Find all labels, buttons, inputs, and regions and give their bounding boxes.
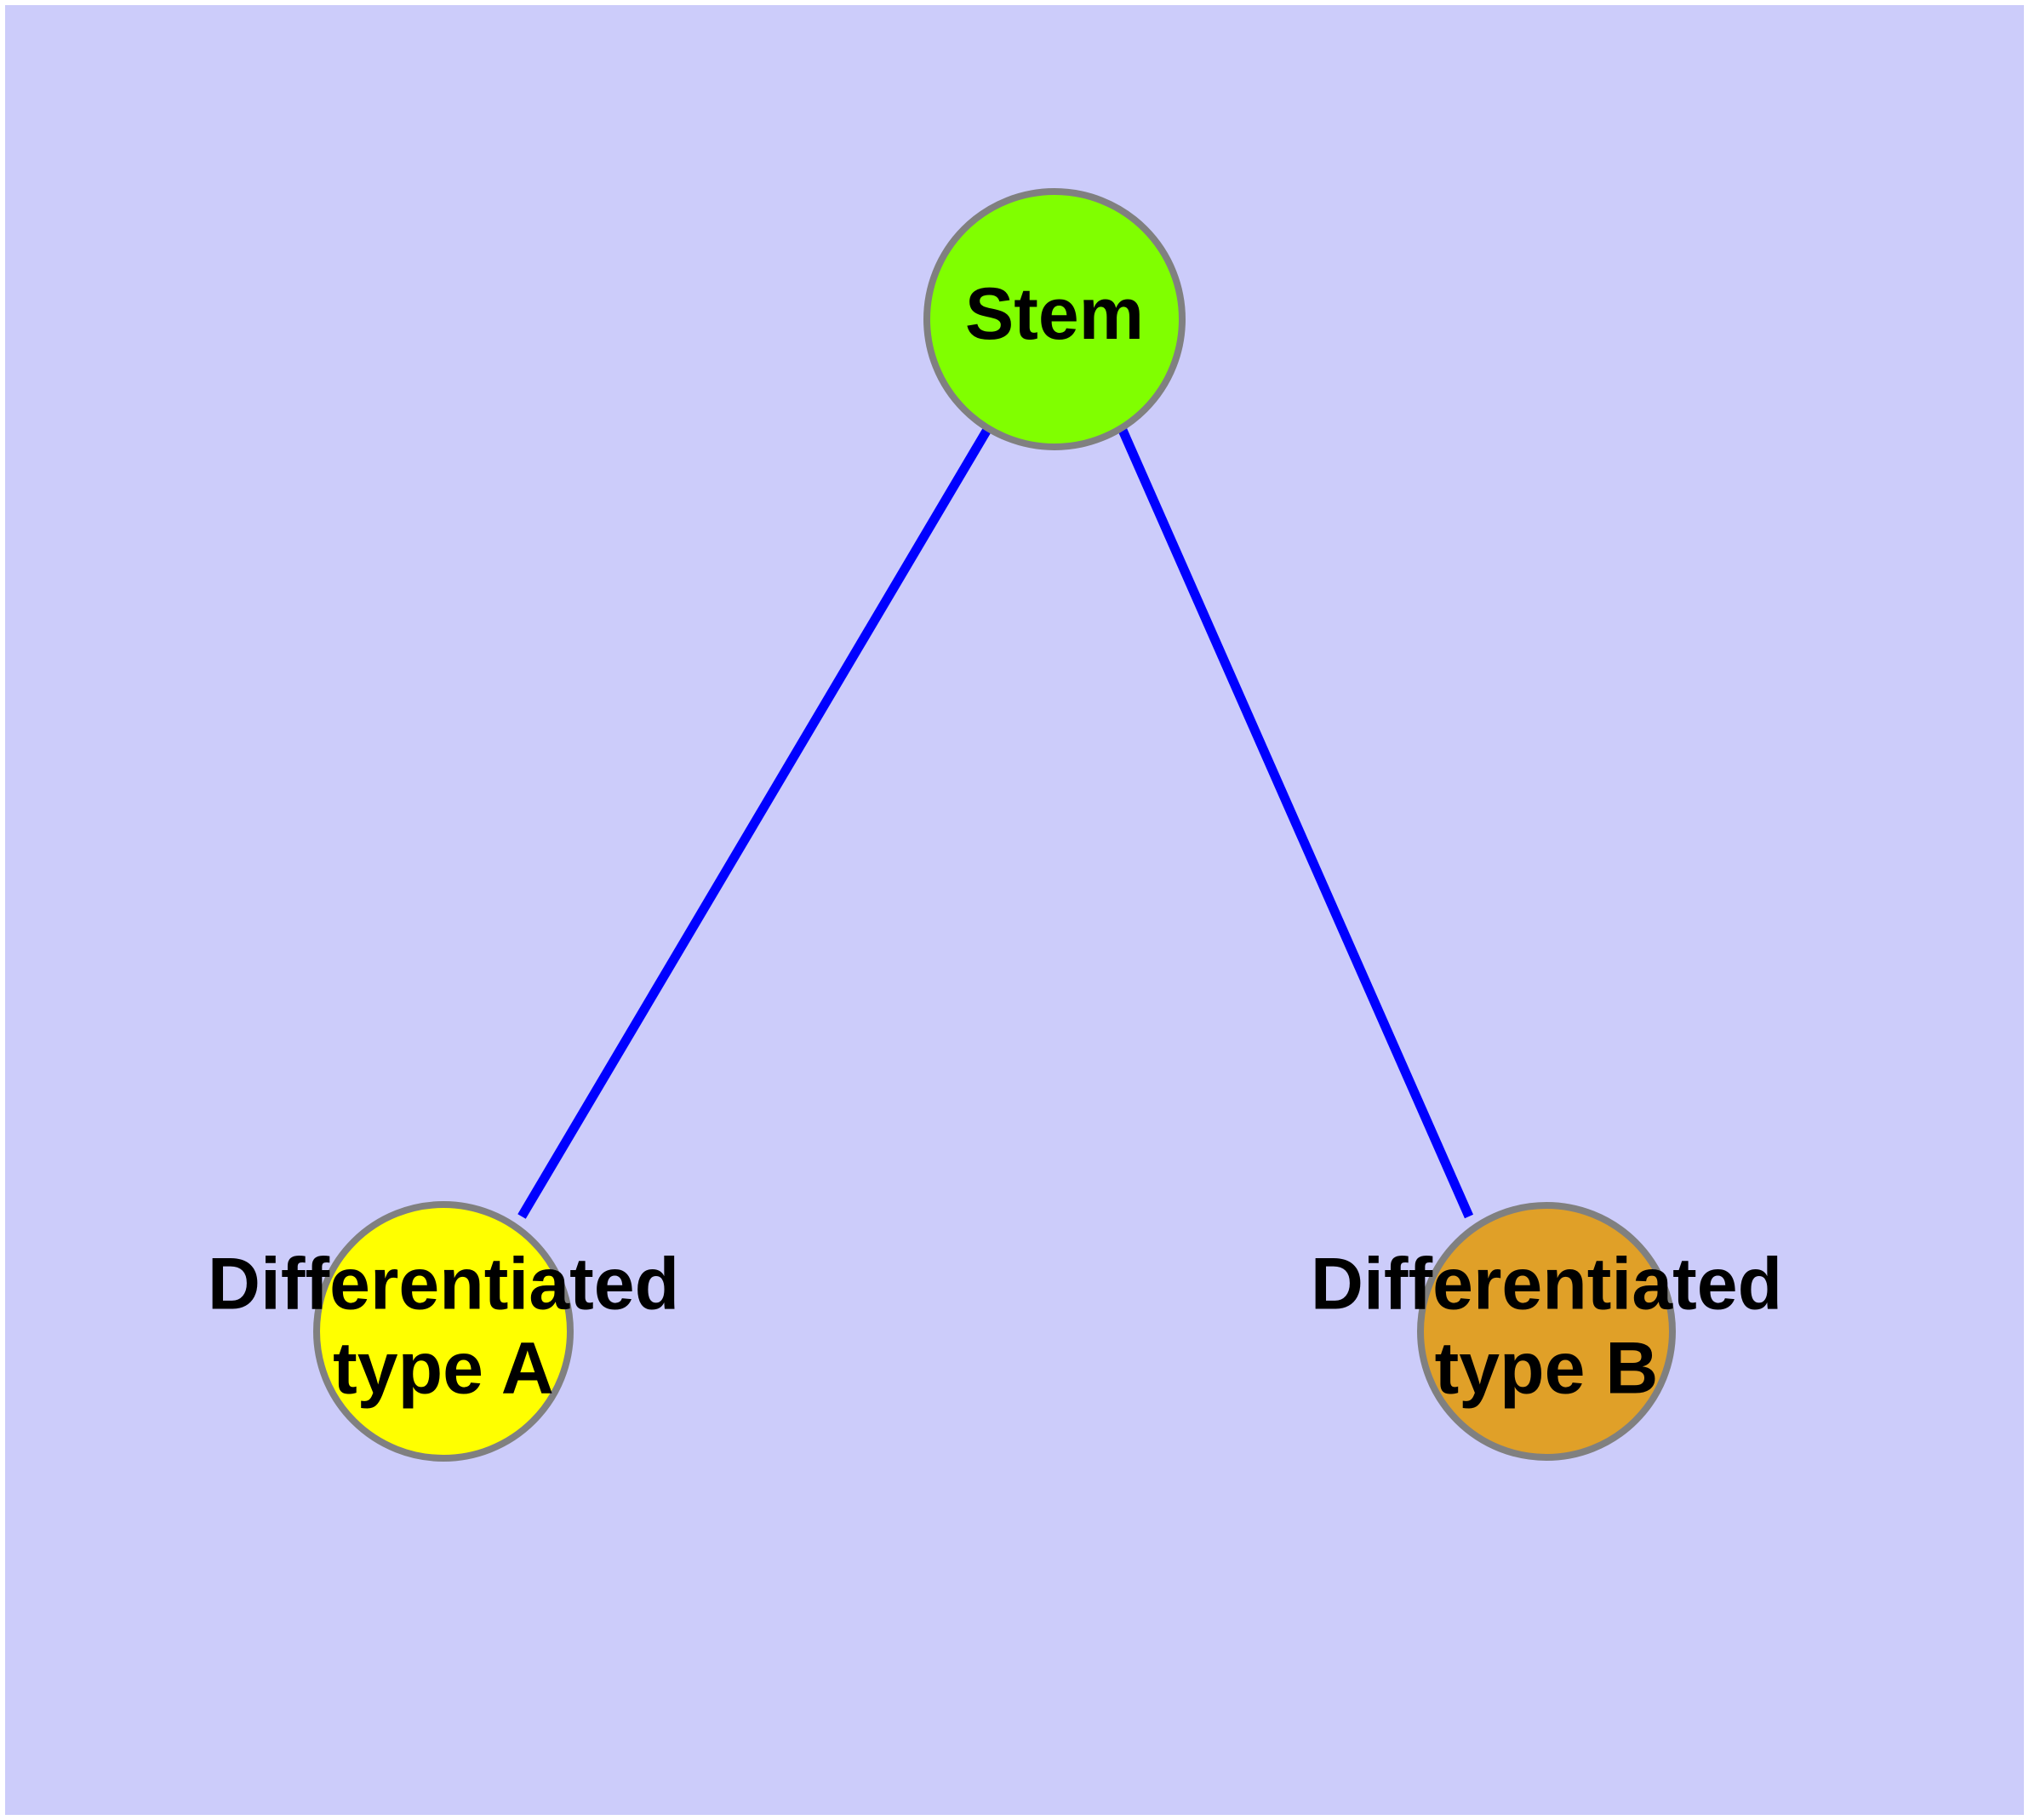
node-label-line: Differentiated — [1311, 1243, 1782, 1325]
nodes-group — [313, 188, 1676, 1462]
edge-stem-to-differentiated-type-a[interactable] — [517, 426, 992, 1219]
node-label-line: type A — [333, 1327, 554, 1409]
edge-stem-to-differentiated-type-b[interactable] — [1117, 426, 1474, 1219]
node-label-stem: Stem — [965, 273, 1144, 355]
node-label-line: type B — [1435, 1327, 1659, 1409]
node-stem[interactable] — [923, 188, 1186, 450]
node-differentiated-type-b[interactable] — [1417, 1202, 1676, 1461]
node-label-line: Differentiated — [208, 1243, 679, 1325]
node-differentiated-type-a[interactable] — [313, 1201, 574, 1462]
edges-group — [517, 426, 1474, 1219]
node-label-line: Stem — [965, 273, 1144, 355]
